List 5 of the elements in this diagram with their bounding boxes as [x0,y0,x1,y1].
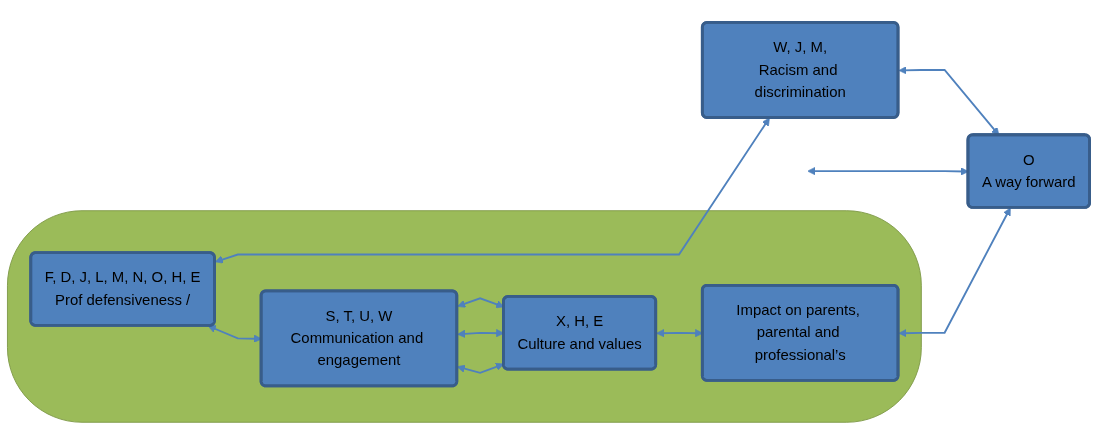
arrow [456,362,504,374]
arrow [898,207,1011,338]
arrow [214,117,770,264]
arrow [207,325,262,343]
cluster [7,210,922,423]
